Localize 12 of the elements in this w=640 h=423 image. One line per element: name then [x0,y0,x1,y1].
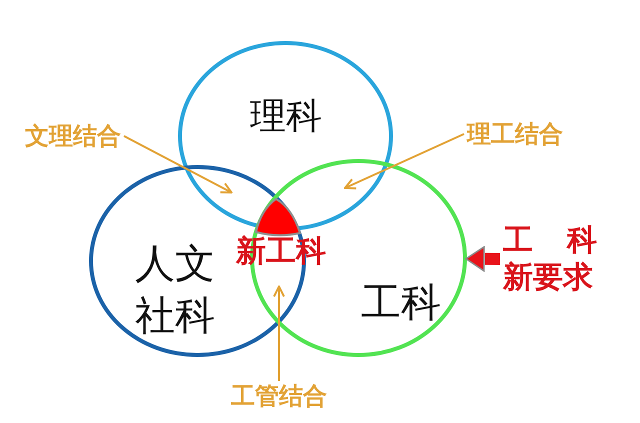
circle-label: 人文社科 [135,240,216,341]
circle-label: 理科 [250,99,322,135]
leader-arrow [273,286,285,381]
annotation-label: 工管结合 [231,384,327,408]
requirement-text: 新要求 [503,259,594,296]
requirement-text: 工 科 [503,222,597,259]
annotation-label: 文理结合 [25,124,121,148]
block-arrow [465,246,500,272]
circle-label: 工科 [361,283,441,323]
leader-arrow [344,133,464,190]
annotation-label: 理工结合 [467,122,563,146]
leader-arrow [124,135,232,194]
